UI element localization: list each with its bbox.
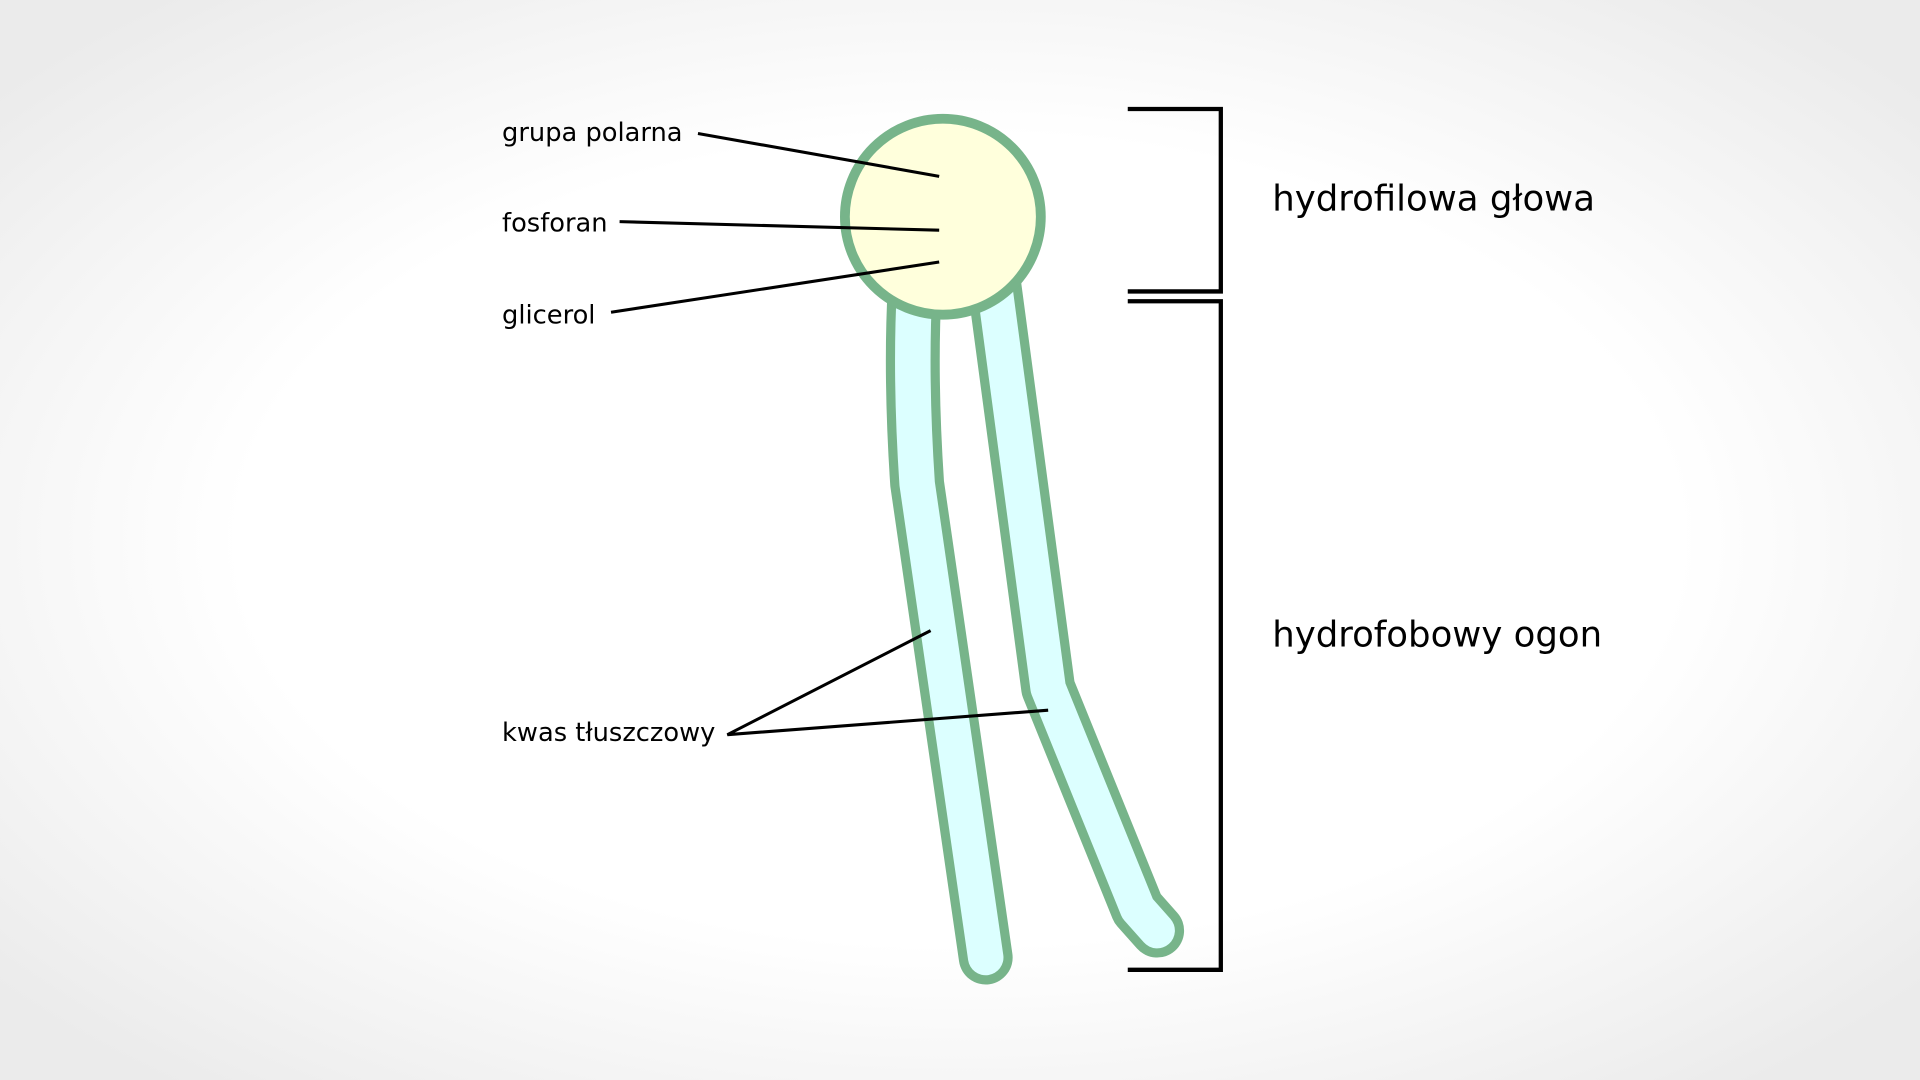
bracket-head <box>1127 106 1223 294</box>
label-hydrophilic-head: hydrofilowa głowa <box>1272 179 1595 220</box>
label-glycerol: glicerol <box>502 300 595 330</box>
pointer-phosphate <box>619 220 940 232</box>
pointer-fatty-acid <box>726 629 1049 737</box>
pointer-glycerol <box>610 260 940 314</box>
polar-head <box>840 113 1046 320</box>
fatty-acid-tail-right <box>966 248 1185 958</box>
pointer-polar-group <box>697 131 940 178</box>
label-hydrophobic-tail: hydrofobowy ogon <box>1272 615 1602 656</box>
bracket-tail <box>1127 299 1223 972</box>
label-fatty-acid: kwas tłuszczowy <box>502 718 715 748</box>
label-polar-group: grupa polarna <box>502 118 683 148</box>
label-phosphate: fosforan <box>502 208 608 238</box>
fatty-acid-tail-left <box>885 260 1013 985</box>
